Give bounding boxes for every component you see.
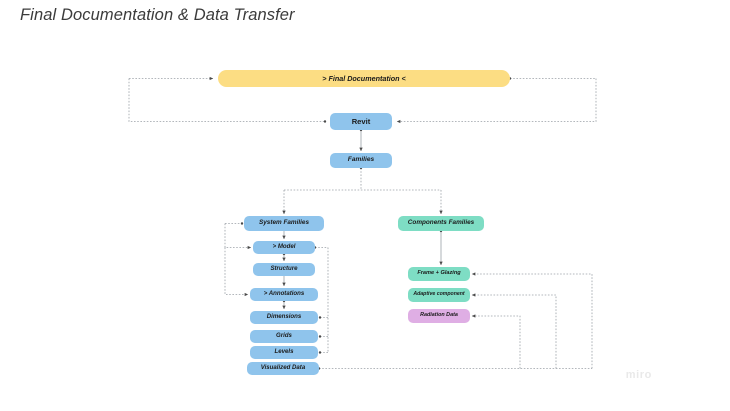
node-dimensions[interactable]: Dimensions: [250, 311, 318, 324]
node-components-families[interactable]: Components Families: [398, 216, 484, 231]
node-frame-glazing[interactable]: Frame + Glazing: [408, 267, 470, 281]
edge-families-split: [282, 166, 443, 215]
edge-final-documentation-loop-left: [128, 76, 327, 123]
node-final-documentation[interactable]: > Final Documentation <: [218, 70, 510, 87]
node-visualized-data[interactable]: Visualized Data: [247, 362, 319, 375]
miro-watermark: miro: [625, 369, 652, 381]
edge-left-return-bus: [313, 246, 329, 354]
node-system-families[interactable]: System Families: [244, 216, 324, 231]
node-families[interactable]: Families: [330, 153, 392, 168]
node-model[interactable]: > Model: [253, 241, 315, 254]
node-revit[interactable]: Revit: [330, 113, 392, 130]
node-grids[interactable]: Grids: [250, 330, 318, 343]
edge-left-feedback-bus: [224, 222, 252, 297]
node-annotations[interactable]: > Annotations: [250, 288, 318, 301]
node-levels[interactable]: Levels: [250, 346, 318, 359]
page-title: Final Documentation & Data Transfer: [20, 6, 295, 24]
edge-final-documentation-loop-right: [396, 77, 597, 124]
edge-visualized-data-bus: [317, 272, 593, 370]
node-structure[interactable]: Structure: [253, 263, 315, 276]
node-adaptive-component[interactable]: Adaptive component: [408, 288, 470, 302]
node-radiation-data[interactable]: Radiation Data: [408, 309, 470, 323]
